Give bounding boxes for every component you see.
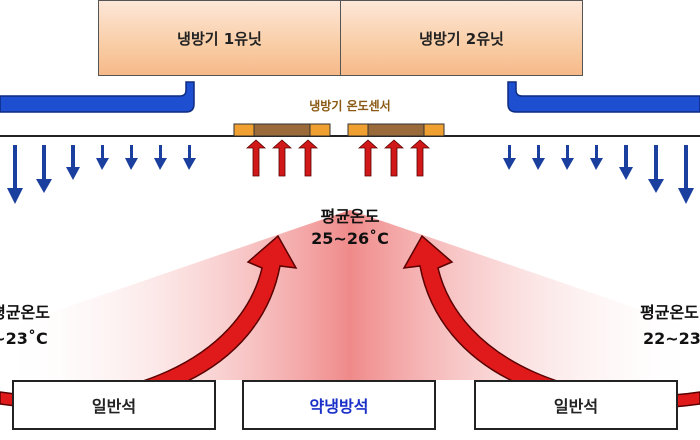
seat-zone-mild-cooling: 약냉방석: [242, 380, 436, 430]
average-temp-right-label: 평균온도: [640, 303, 699, 322]
airflow-arrows-left: [7, 145, 196, 204]
sensor-label: 냉방기 온도센서: [309, 99, 391, 113]
average-temp-right-value: 22~23˚C: [643, 329, 700, 348]
cooling-unit-2: 냉방기 2유닛: [340, 0, 583, 76]
temperature-sensor-right: [347, 123, 445, 137]
seat-zone-general-right-label: 일반석: [553, 397, 599, 416]
cooling-unit-2-label: 냉방기 2유닛: [419, 29, 504, 48]
cooling-unit-1-label: 냉방기 1유닛: [177, 29, 262, 48]
cooling-unit-1: 냉방기 1유닛: [98, 0, 341, 76]
seat-zone-general-left: 일반석: [12, 380, 216, 430]
duct-left: [0, 81, 195, 113]
return-arrows-up: [245, 139, 431, 177]
average-temp-left-label: 평균온도: [0, 303, 50, 322]
airflow-arrows-right: [503, 145, 694, 204]
average-temp-left-value: 22~23˚C: [0, 329, 48, 348]
duct-right: [507, 81, 700, 113]
seat-zone-general-left-label: 일반석: [91, 397, 137, 416]
average-temp-center-value: 25~26˚C: [311, 229, 389, 248]
seat-zone-mild-cooling-label: 약냉방석: [309, 397, 369, 416]
average-temp-center-label: 평균온도: [320, 207, 380, 226]
seat-zone-general-right: 일반석: [474, 380, 678, 430]
temperature-sensor-left: [233, 123, 331, 137]
